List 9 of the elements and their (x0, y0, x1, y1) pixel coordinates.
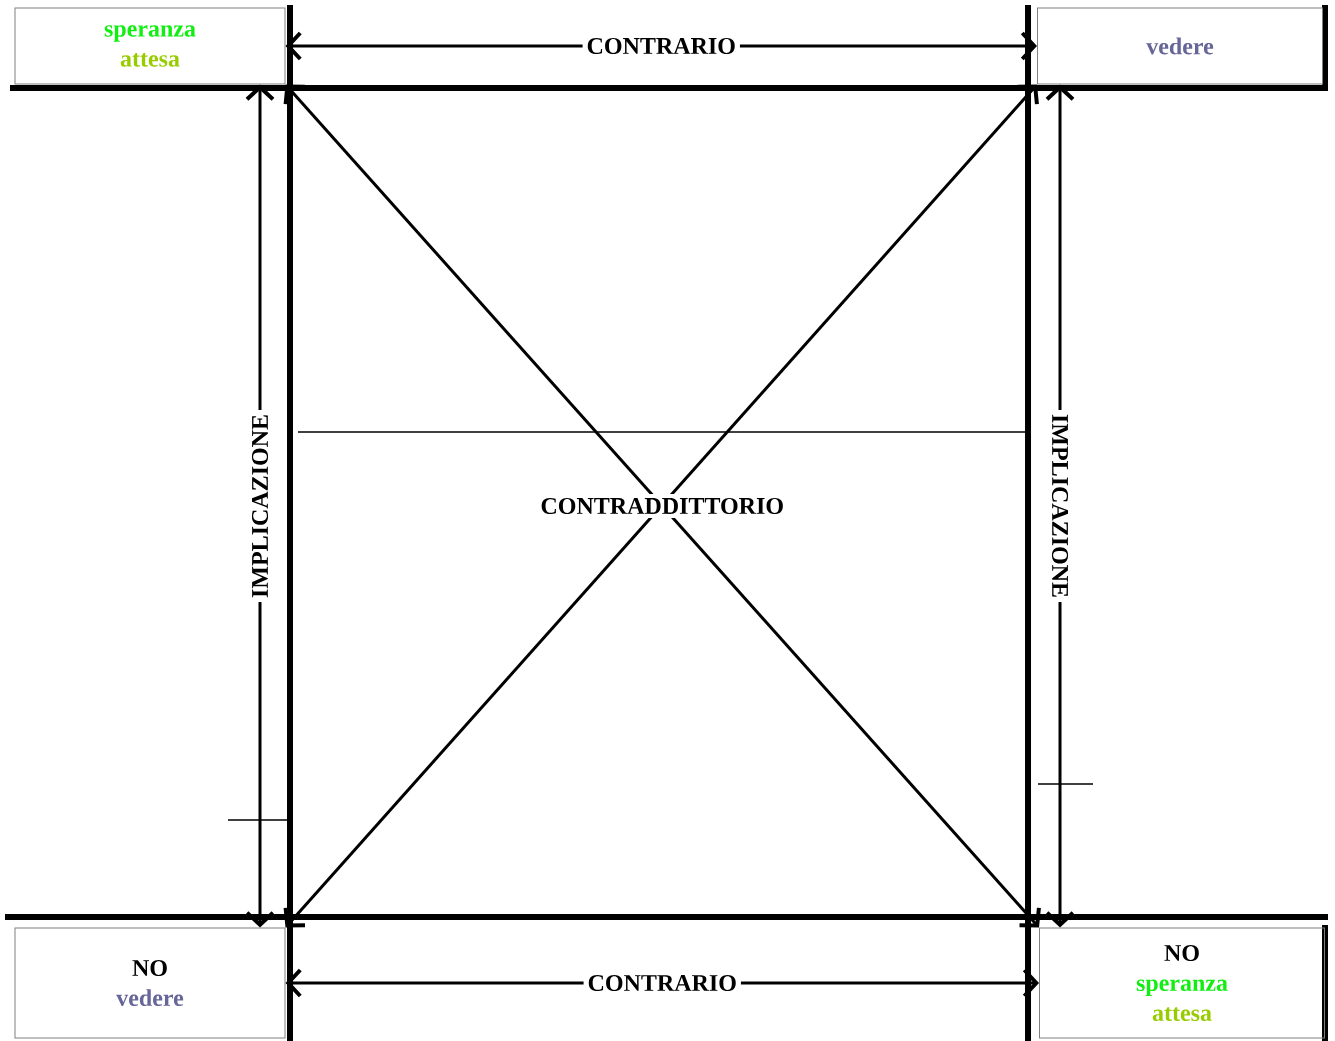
term-box: vedere (1037, 7, 1323, 85)
term-box: NO vedere (14, 927, 286, 1039)
term-box: speranza attesa (14, 7, 286, 85)
edge-label: CONTRARIO (582, 33, 740, 59)
edge-label: IMPLICAZIONE (1047, 410, 1073, 602)
edge-label: CONTRADDITTORIO (536, 493, 789, 519)
term-box: NO speranza attesa (1039, 927, 1325, 1039)
edge-label: CONTRARIO (583, 970, 741, 996)
edge-label: IMPLICAZIONE (247, 410, 273, 602)
